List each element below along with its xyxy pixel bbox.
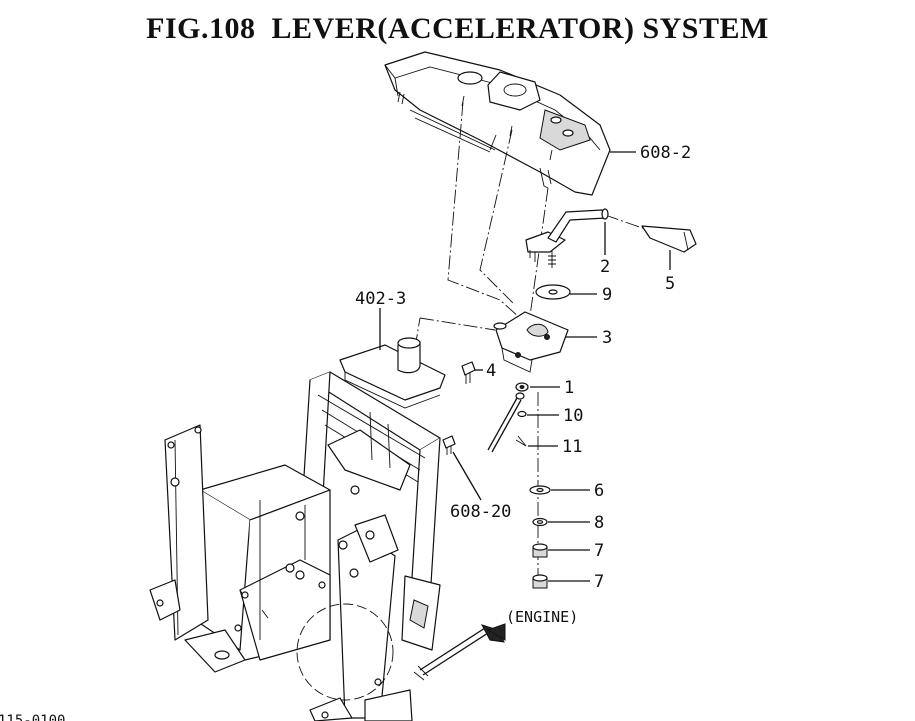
callout-4: 4 <box>486 361 496 381</box>
assembly-line <box>479 129 516 306</box>
callout-7-upper: 7 <box>594 541 604 561</box>
callout-8: 8 <box>594 513 604 533</box>
lever-part-2 <box>525 208 609 268</box>
figure-title: FIG.108 LEVER(ACCELERATOR) SYSTEM <box>146 12 769 45</box>
callout-5: 5 <box>665 274 675 294</box>
assembly-line <box>604 214 649 231</box>
fastener-stack <box>529 485 551 589</box>
callout-1: 1 <box>564 378 574 398</box>
bolt-part-4 <box>461 361 476 384</box>
callout-608-2: 608-2 <box>640 143 691 163</box>
bolt-part-608-20 <box>442 435 456 455</box>
assembly-line <box>419 317 496 331</box>
assembly-line <box>447 101 521 319</box>
callout-3: 3 <box>602 328 612 348</box>
cable-end-parts <box>487 382 539 590</box>
callout-11: 11 <box>562 437 582 457</box>
leader-lines <box>379 151 671 582</box>
callout-2: 2 <box>600 257 610 277</box>
callout-10: 10 <box>563 406 583 426</box>
pedestal-402-3 <box>149 337 446 721</box>
callout-608-20: 608-20 <box>450 502 511 522</box>
knob-part-5 <box>641 225 697 253</box>
callout-7-lower: 7 <box>594 572 604 592</box>
washer-part-9 <box>535 284 571 300</box>
dash-cover-608-2 <box>384 51 611 196</box>
bracket-part-3 <box>493 311 569 373</box>
callout-402-3: 402-3 <box>355 289 406 309</box>
engine-label: (ENGINE) <box>506 608 578 626</box>
footer-code: 115-0100 <box>0 713 65 721</box>
engine-cable <box>296 603 506 701</box>
callout-6: 6 <box>594 481 604 501</box>
assembly-line <box>527 187 549 331</box>
callout-9: 9 <box>602 285 612 305</box>
